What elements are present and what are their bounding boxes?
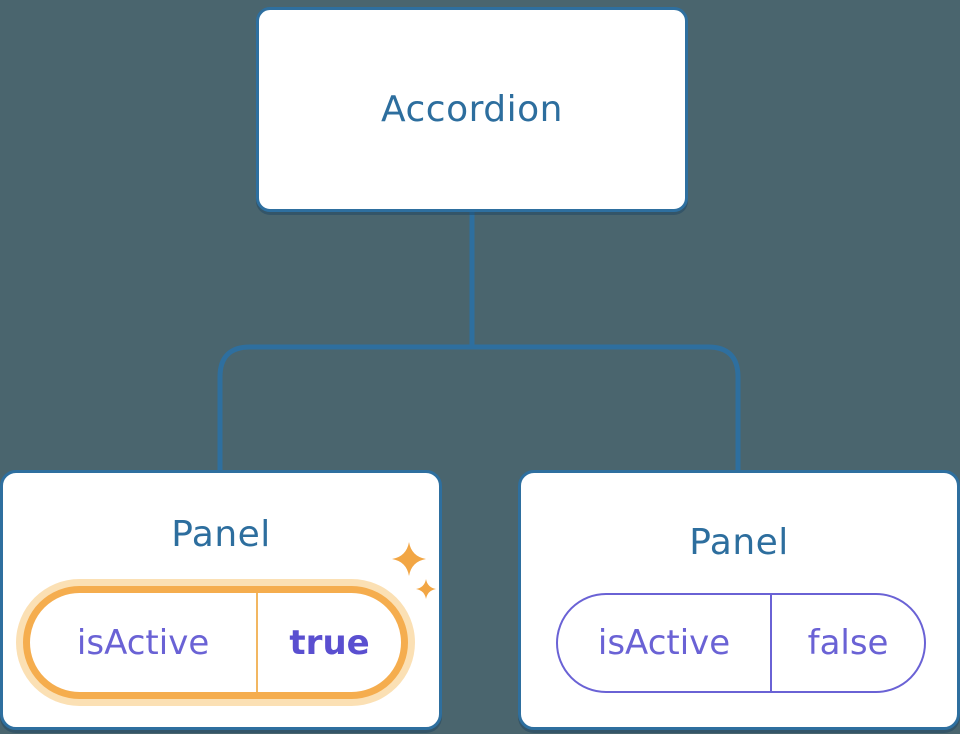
node-panel-active: Panel isActive true <box>0 470 442 730</box>
prop-name: isActive <box>30 593 259 692</box>
node-panel-inactive: Panel isActive false <box>518 470 960 730</box>
connector-branch <box>217 344 741 474</box>
prop-value: true <box>289 622 370 663</box>
prop-pill-active: isActive true <box>23 586 408 699</box>
sparkle-small <box>416 579 436 599</box>
node-accordion: Accordion <box>256 7 688 212</box>
prop-name: isActive <box>558 595 773 691</box>
sparkles-icon <box>392 542 436 599</box>
node-panel-title: Panel <box>689 522 789 563</box>
prop-value: false <box>807 623 889 663</box>
node-accordion-title: Accordion <box>381 89 563 130</box>
node-panel-title: Panel <box>171 514 271 555</box>
sparkle-large <box>392 542 426 576</box>
prop-pill-inactive: isActive false <box>556 593 926 693</box>
